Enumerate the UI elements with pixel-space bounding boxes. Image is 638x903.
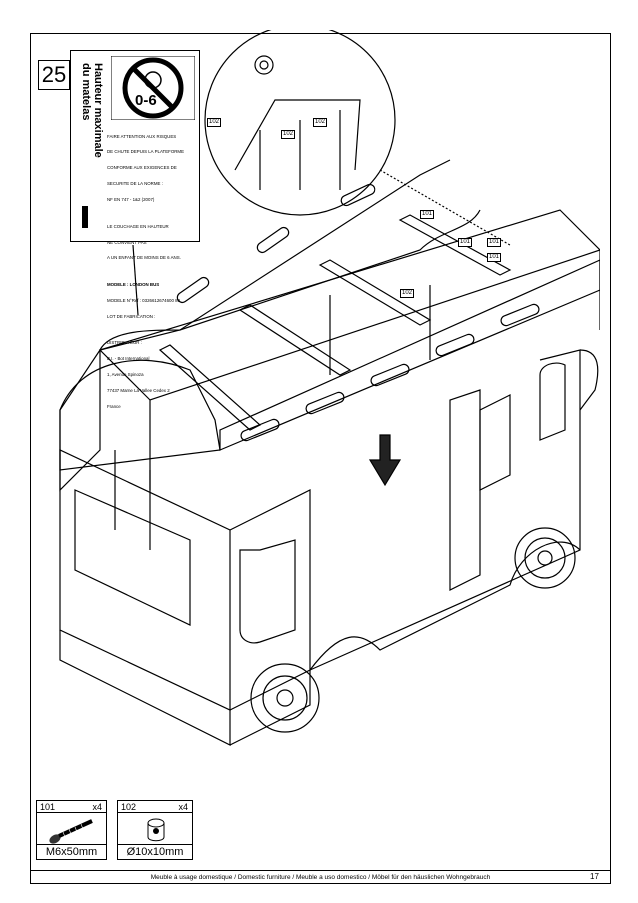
page-number: 17: [590, 872, 599, 881]
label-line: DE CHUTE DEPUIS LA PLATEFORME: [107, 149, 185, 155]
label-line: LE COUCHAGE EN HAUTEUR: [107, 223, 169, 229]
label-line: MODELE N°Ref : 0326612674600 80: [107, 297, 181, 303]
screw-icon: [49, 819, 93, 844]
label-text: FAIRE ATTENTION AUX RISQUES DE CHUTE DEP…: [107, 123, 184, 420]
part-qty: x4: [178, 802, 188, 812]
arrow-down-icon: [82, 206, 88, 228]
part-qty: x4: [92, 802, 102, 812]
callout-tag: 102: [281, 130, 296, 139]
label-line: DISTRIBUTEUR :: [107, 340, 142, 346]
part-size: Ø10x10mm: [118, 844, 192, 859]
label-line: NF EN 747 - 1&2 (2007): [107, 197, 155, 203]
callout-tag: 101: [420, 210, 435, 219]
callout-tag: 101: [487, 238, 502, 247]
label-line: 77437 Marne La Vallee Cedex 2: [107, 387, 170, 393]
age-warning-box: 0-6: [110, 55, 196, 161]
step-number: 25: [38, 60, 70, 90]
footer: Meuble à usage domestique / Domestic fur…: [30, 870, 611, 885]
label-line: SECURITE DE LA NORME :: [107, 181, 163, 187]
bunk-bed-bus-drawing: [59, 30, 600, 746]
callout-tag: 102: [313, 118, 328, 127]
vertical-text-1: Hauteur maximale: [92, 63, 104, 158]
age-symbol: 0-6: [135, 92, 157, 109]
callout-tag: 101: [458, 238, 473, 247]
label-line: NE CONVIENT PAS: [107, 239, 147, 245]
label-line: A UN ENFANT DE MOINS DE 6 ANS.: [107, 255, 181, 261]
label-line: FAIRE ATTENTION AUX RISQUES: [107, 133, 177, 139]
label-line: 1, Avenue Spinoza: [107, 371, 144, 377]
part-size: M6x50mm: [37, 844, 106, 859]
warning-label: 0-6 Hauteur maximale du matelas FAIRE AT…: [70, 50, 200, 409]
page-frame: [30, 33, 611, 884]
label-line: CONFORME AUX EXIGENCES DE: [107, 165, 177, 171]
label-line: B.I. - Bot International: [107, 356, 150, 362]
part-id: 101: [40, 802, 56, 812]
label-line: MODELE : LONDON BUS: [107, 281, 160, 287]
no-children-icon: [110, 55, 196, 121]
part-box-102: 102 x4 Ø10x10mm: [117, 800, 193, 860]
mattress-height-marker: Hauteur maximale du matelas: [80, 56, 104, 231]
callout-tag: 101: [487, 253, 502, 262]
part-box-101: 101 x4 M6x50mm: [36, 800, 107, 860]
barrel-nut-icon: [147, 818, 165, 842]
label-line: France: [107, 403, 121, 409]
callout-tag: 102: [400, 289, 415, 298]
label-line: LOT DE FABRICATION :: [107, 313, 156, 319]
footer-text: Meuble à usage domestique / Domestic fur…: [150, 874, 491, 881]
part-id: 102: [121, 802, 137, 812]
callout-tag: 102: [207, 118, 222, 127]
vertical-text-2: du matelas: [80, 63, 92, 121]
